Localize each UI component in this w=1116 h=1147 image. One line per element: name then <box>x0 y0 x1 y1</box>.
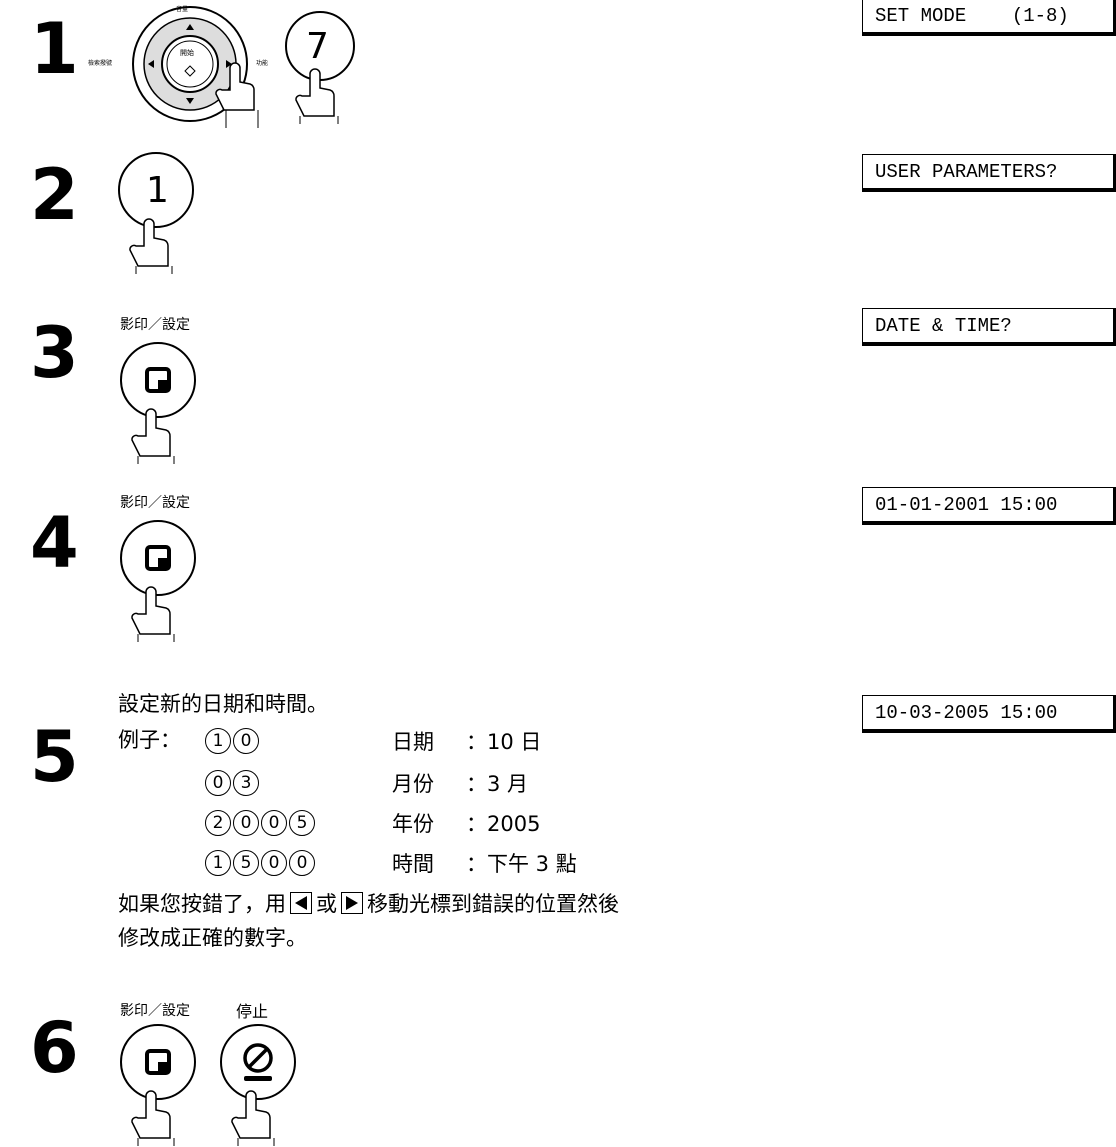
step-number-2: 2 <box>30 154 79 236</box>
lcd-display-1: SET MODE (1-8) <box>862 0 1116 36</box>
copy-set-button[interactable] <box>116 518 206 642</box>
key-7-button[interactable] <box>280 10 360 124</box>
copy-set-label: 影印／設定 <box>120 317 190 333</box>
digit-key-icon: 0 <box>261 850 287 876</box>
digit-key-icon: 2 <box>205 810 231 836</box>
key-7-label: 7 <box>306 26 329 67</box>
example-label: 例子： <box>118 728 181 752</box>
example-field-label: 月份 <box>392 772 434 796</box>
key-1-label: 1 <box>146 170 169 211</box>
example-field-value: ：10 日 <box>466 730 542 754</box>
step-number-4: 4 <box>30 502 79 584</box>
note-or: 或 <box>316 892 337 916</box>
digit-key-icon: 0 <box>233 728 259 754</box>
nav-start-label: 開始 <box>180 49 194 57</box>
example-field-label: 年份 <box>392 812 434 836</box>
step5-note-line1: 如果您按錯了，用 或 移動光標到錯誤的位置然後 <box>118 888 619 918</box>
nav-left-label: 檢索撥號 <box>88 60 113 67</box>
digit-key-icon: 1 <box>205 728 231 754</box>
copy-set-button[interactable] <box>116 1022 206 1146</box>
digit-key-icon: 0 <box>261 810 287 836</box>
step5-note-line2: 修改成正確的數字。 <box>118 926 307 950</box>
example-field-value: ：3 月 <box>466 772 529 796</box>
right-arrow-key-icon <box>341 892 363 914</box>
lcd-display-2: USER PARAMETERS? <box>862 154 1116 192</box>
step-number-6: 6 <box>30 1007 79 1089</box>
step5-intro: 設定新的日期和時間。 <box>118 692 328 716</box>
lcd-display-4: 01-01-2001 15:00 <box>862 487 1116 525</box>
step-number-3: 3 <box>30 312 79 394</box>
digit-key-icon: 3 <box>233 770 259 796</box>
digit-key-icon: 5 <box>233 850 259 876</box>
copy-set-label: 影印／設定 <box>120 1003 190 1019</box>
lcd-display-3: DATE & TIME? <box>862 308 1116 346</box>
note-part2: 移動光標到錯誤的位置然後 <box>367 892 619 916</box>
digit-key-icon: 5 <box>289 810 315 836</box>
nav-right-label: 功能 <box>256 60 269 67</box>
nav-top-label: 音量 <box>176 6 189 13</box>
step-number-1: 1 <box>30 8 79 90</box>
navigation-pad-icon[interactable] <box>108 4 278 128</box>
digit-key-icon: 1 <box>205 850 231 876</box>
stop-label: 停止 <box>236 1002 269 1021</box>
example-field-value: ：2005 <box>466 812 541 836</box>
example-field-label: 日期 <box>392 730 434 754</box>
note-part1: 如果您按錯了，用 <box>118 892 286 916</box>
stop-button[interactable] <box>216 1022 306 1146</box>
example-field-value: ：下午 3 點 <box>466 852 577 876</box>
example-field-label: 時間 <box>392 852 434 876</box>
copy-set-button[interactable] <box>116 340 206 464</box>
step-number-5: 5 <box>30 716 79 798</box>
copy-set-label: 影印／設定 <box>120 495 190 511</box>
digit-key-icon: 0 <box>289 850 315 876</box>
digit-key-icon: 0 <box>233 810 259 836</box>
lcd-display-5: 10-03-2005 15:00 <box>862 695 1116 733</box>
left-arrow-key-icon <box>290 892 312 914</box>
digit-key-icon: 0 <box>205 770 231 796</box>
key-1-button[interactable] <box>114 150 204 274</box>
